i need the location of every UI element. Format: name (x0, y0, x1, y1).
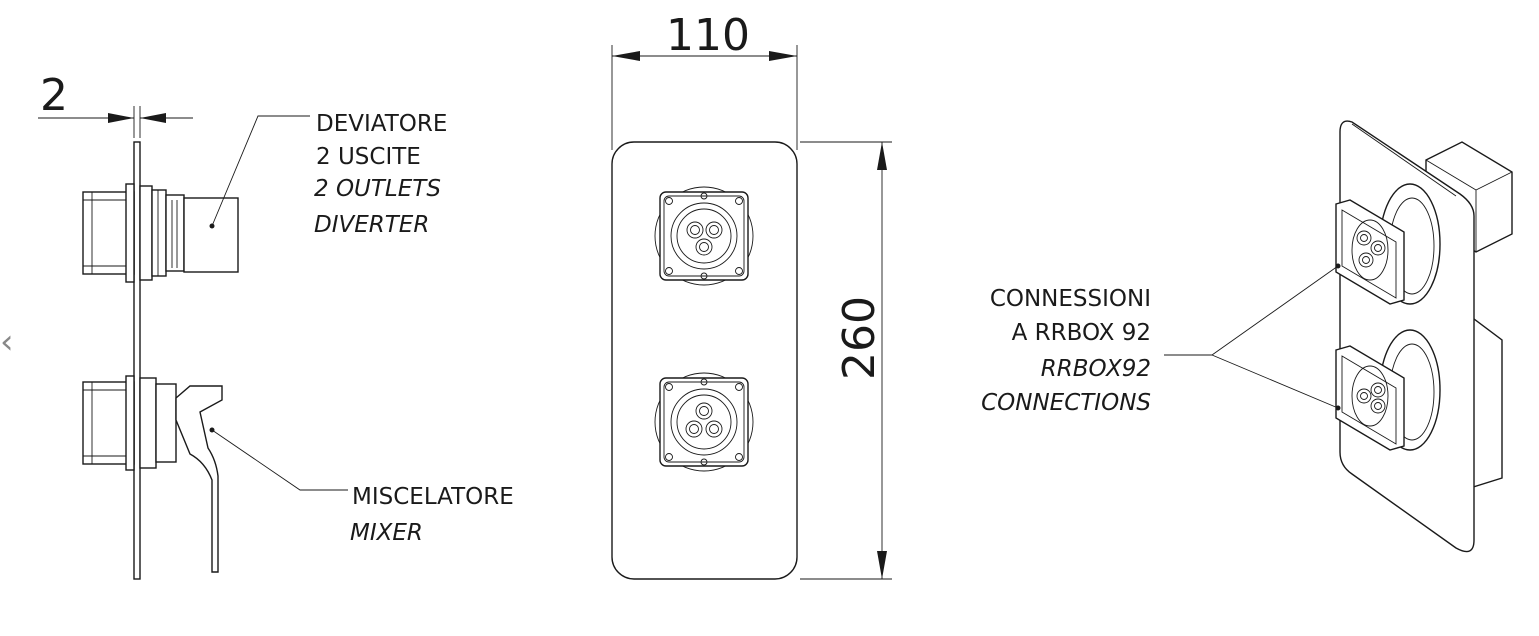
dimension-height: 260 (800, 141, 892, 580)
side-plate (133, 141, 141, 580)
connections-leader (1164, 265, 1339, 409)
diverter-label-line4: DIVERTER (314, 212, 429, 238)
dimension-height-value: 260 (834, 296, 885, 380)
dimension-plate-offset-value: 2 (40, 70, 68, 121)
connections-label-line1: CONNESSIONI (990, 286, 1151, 312)
dimension-width-value: 110 (666, 10, 750, 61)
connections-label: CONNESSIONI A RRBOX 92 RRBOX92 CONNECTIO… (981, 286, 1151, 416)
mixer-label-line2: MIXER (350, 520, 423, 546)
front-view: 110 260 (611, 10, 892, 580)
diverter-label: DEVIATORE 2 USCITE 2 OUTLETS DIVERTER (314, 111, 447, 238)
diverter-label-line2: 2 USCITE (316, 144, 421, 170)
dimension-width: 110 (611, 10, 798, 150)
mixer-label-line1: MISCELATORE (352, 484, 514, 510)
diverter-label-line1: DEVIATORE (316, 111, 447, 137)
mixer-label: MISCELATORE MIXER (350, 484, 514, 546)
side-view: 2 (38, 70, 514, 580)
diverter-label-line3: 2 OUTLETS (314, 176, 441, 202)
connections-label-line3: RRBOX92 (1041, 356, 1151, 382)
iso-cartridge-lower (1335, 329, 1441, 451)
connections-label-line4: CONNECTIONS (981, 390, 1151, 416)
isometric-view: CONNESSIONI A RRBOX 92 RRBOX92 CONNECTIO… (981, 120, 1513, 553)
dimension-plate-offset: 2 (38, 70, 193, 138)
front-cartridge-lower (654, 372, 754, 472)
iso-cartridge-upper (1335, 183, 1441, 305)
side-mixer (82, 375, 348, 573)
side-diverter (82, 115, 310, 283)
chevron-left-icon[interactable]: ‹ (0, 322, 14, 362)
front-cartridge-upper (654, 186, 754, 286)
connections-label-line2: A RRBOX 92 (1012, 320, 1151, 346)
